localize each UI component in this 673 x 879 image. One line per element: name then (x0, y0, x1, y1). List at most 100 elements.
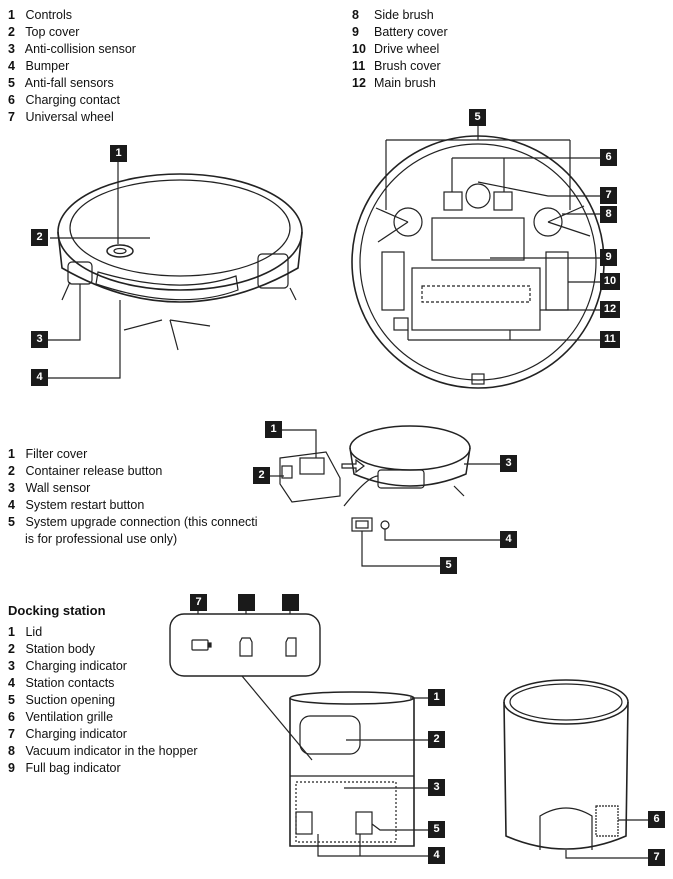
item-label: Station body (25, 642, 95, 656)
item-number: 7 (8, 727, 15, 741)
leader-line (282, 429, 317, 458)
callout-station-1: 1 (428, 689, 445, 706)
list-item: 2 Container release button (8, 463, 258, 480)
callout-top-2: 2 (31, 229, 48, 246)
item-label: Controls (25, 8, 73, 22)
side-brush-bristle (61, 281, 71, 301)
ventilation-grille (595, 805, 619, 837)
dust-container (279, 451, 341, 503)
item-number: 4 (8, 676, 15, 690)
item-label: Container release button (25, 464, 163, 478)
list-item: 4 System restart button (8, 497, 258, 514)
item-number: 6 (8, 93, 15, 107)
station-window (299, 715, 361, 755)
list-item: 1 Filter cover (8, 446, 258, 463)
callout-bottom-10: 10 (600, 273, 620, 290)
list-item: 2 Top cover (8, 24, 136, 41)
item-label: Ventilation grille (25, 710, 114, 724)
item-label: Brush cover (374, 59, 441, 73)
item-label: Lid (25, 625, 43, 639)
item-label: Charging indicator (25, 659, 127, 673)
robot-bottom-inner (359, 143, 597, 381)
callout-top-1: 1 (110, 145, 127, 162)
docking-station-heading: Docking station (8, 603, 106, 618)
item-label: System restart button (25, 498, 145, 512)
drive-wheel-left (381, 251, 405, 311)
list-item: 7 Charging indicator (8, 726, 198, 743)
indicator-panel (169, 613, 321, 677)
item-label: Universal wheel (25, 110, 114, 124)
item-number: 8 (8, 744, 15, 758)
callout-indicator-7: 7 (190, 594, 207, 611)
station-contact-left (295, 811, 313, 835)
robot-parts-list-left: 1 Controls 2 Top cover 3 Anti-collision … (8, 7, 136, 126)
item-number: 2 (8, 464, 15, 478)
list-item: 6 Ventilation grille (8, 709, 198, 726)
robot-bottom-view (351, 126, 605, 389)
item-number: 5 (8, 76, 15, 90)
main-brush-housing (411, 267, 541, 331)
list-item: 4 Bumper (8, 58, 136, 75)
item-number: 11 (352, 59, 366, 73)
list-item: 3 Wall sensor (8, 480, 258, 497)
item-label: Full bag indicator (25, 761, 121, 775)
robot-top-body (57, 173, 303, 291)
station-contact-right (355, 811, 373, 835)
container-parts-list: 1 Filter cover 2 Container release butto… (8, 446, 258, 548)
item-number: 4 (8, 498, 15, 512)
list-item: 3 Anti-collision sensor (8, 41, 136, 58)
callout-bottom-9: 9 (600, 249, 617, 266)
leader-line (371, 823, 428, 831)
callout-bottom-6: 6 (600, 149, 617, 166)
callout-bottom-8: 8 (600, 206, 617, 223)
robot-small-side (349, 447, 471, 487)
callout-container-4: 4 (500, 531, 517, 548)
callout-bottom-5: 5 (469, 109, 486, 126)
callout-container-1: 1 (265, 421, 282, 438)
callout-station-4: 4 (428, 847, 445, 864)
item-number: 3 (8, 481, 15, 495)
station-lid (289, 691, 415, 705)
side-brush-bristle (547, 221, 591, 237)
leader-line (48, 300, 121, 379)
robot-small-top (349, 425, 471, 471)
station-front-view (289, 691, 428, 857)
list-item: 2 Station body (8, 641, 198, 658)
callout-station-5: 5 (428, 821, 445, 838)
item-label: Filter cover (25, 447, 88, 461)
charging-indicator-tip (207, 642, 212, 648)
item-label: Side brush (374, 8, 434, 22)
controls-button (106, 244, 134, 258)
item-number: 3 (8, 42, 15, 56)
leader-line (477, 181, 600, 197)
leader-line (48, 284, 81, 341)
item-label: Bumper (25, 59, 70, 73)
charging-contact-left (443, 191, 463, 211)
battery-cover (431, 217, 525, 261)
item-number: 6 (8, 710, 15, 724)
docking-parts-list: 1 Lid 2 Station body 3 Charging indicato… (8, 624, 198, 777)
list-item: 4 Station contacts (8, 675, 198, 692)
callout-top-4: 4 (31, 369, 48, 386)
list-item: 5 Suction opening (8, 692, 198, 709)
upgrade-port (351, 517, 373, 532)
list-item: 8 Vacuum indicator in the hopper (8, 743, 198, 760)
callout-station-6: 6 (648, 811, 665, 828)
side-brush-right (533, 207, 563, 237)
leader-line (384, 529, 500, 541)
side-grille (257, 253, 289, 289)
item-label: Main brush (374, 76, 436, 90)
item-label: Anti-fall sensors (24, 76, 114, 90)
robot-top-side (57, 231, 303, 303)
leader-line (565, 850, 648, 859)
callout-bottom-12: 12 (600, 301, 620, 318)
item-note: is for professional use only) (25, 532, 178, 546)
station-back-opening (539, 807, 593, 850)
side-brush-bristle (377, 221, 409, 243)
item-label: Vacuum indicator in the hopper (25, 744, 198, 758)
